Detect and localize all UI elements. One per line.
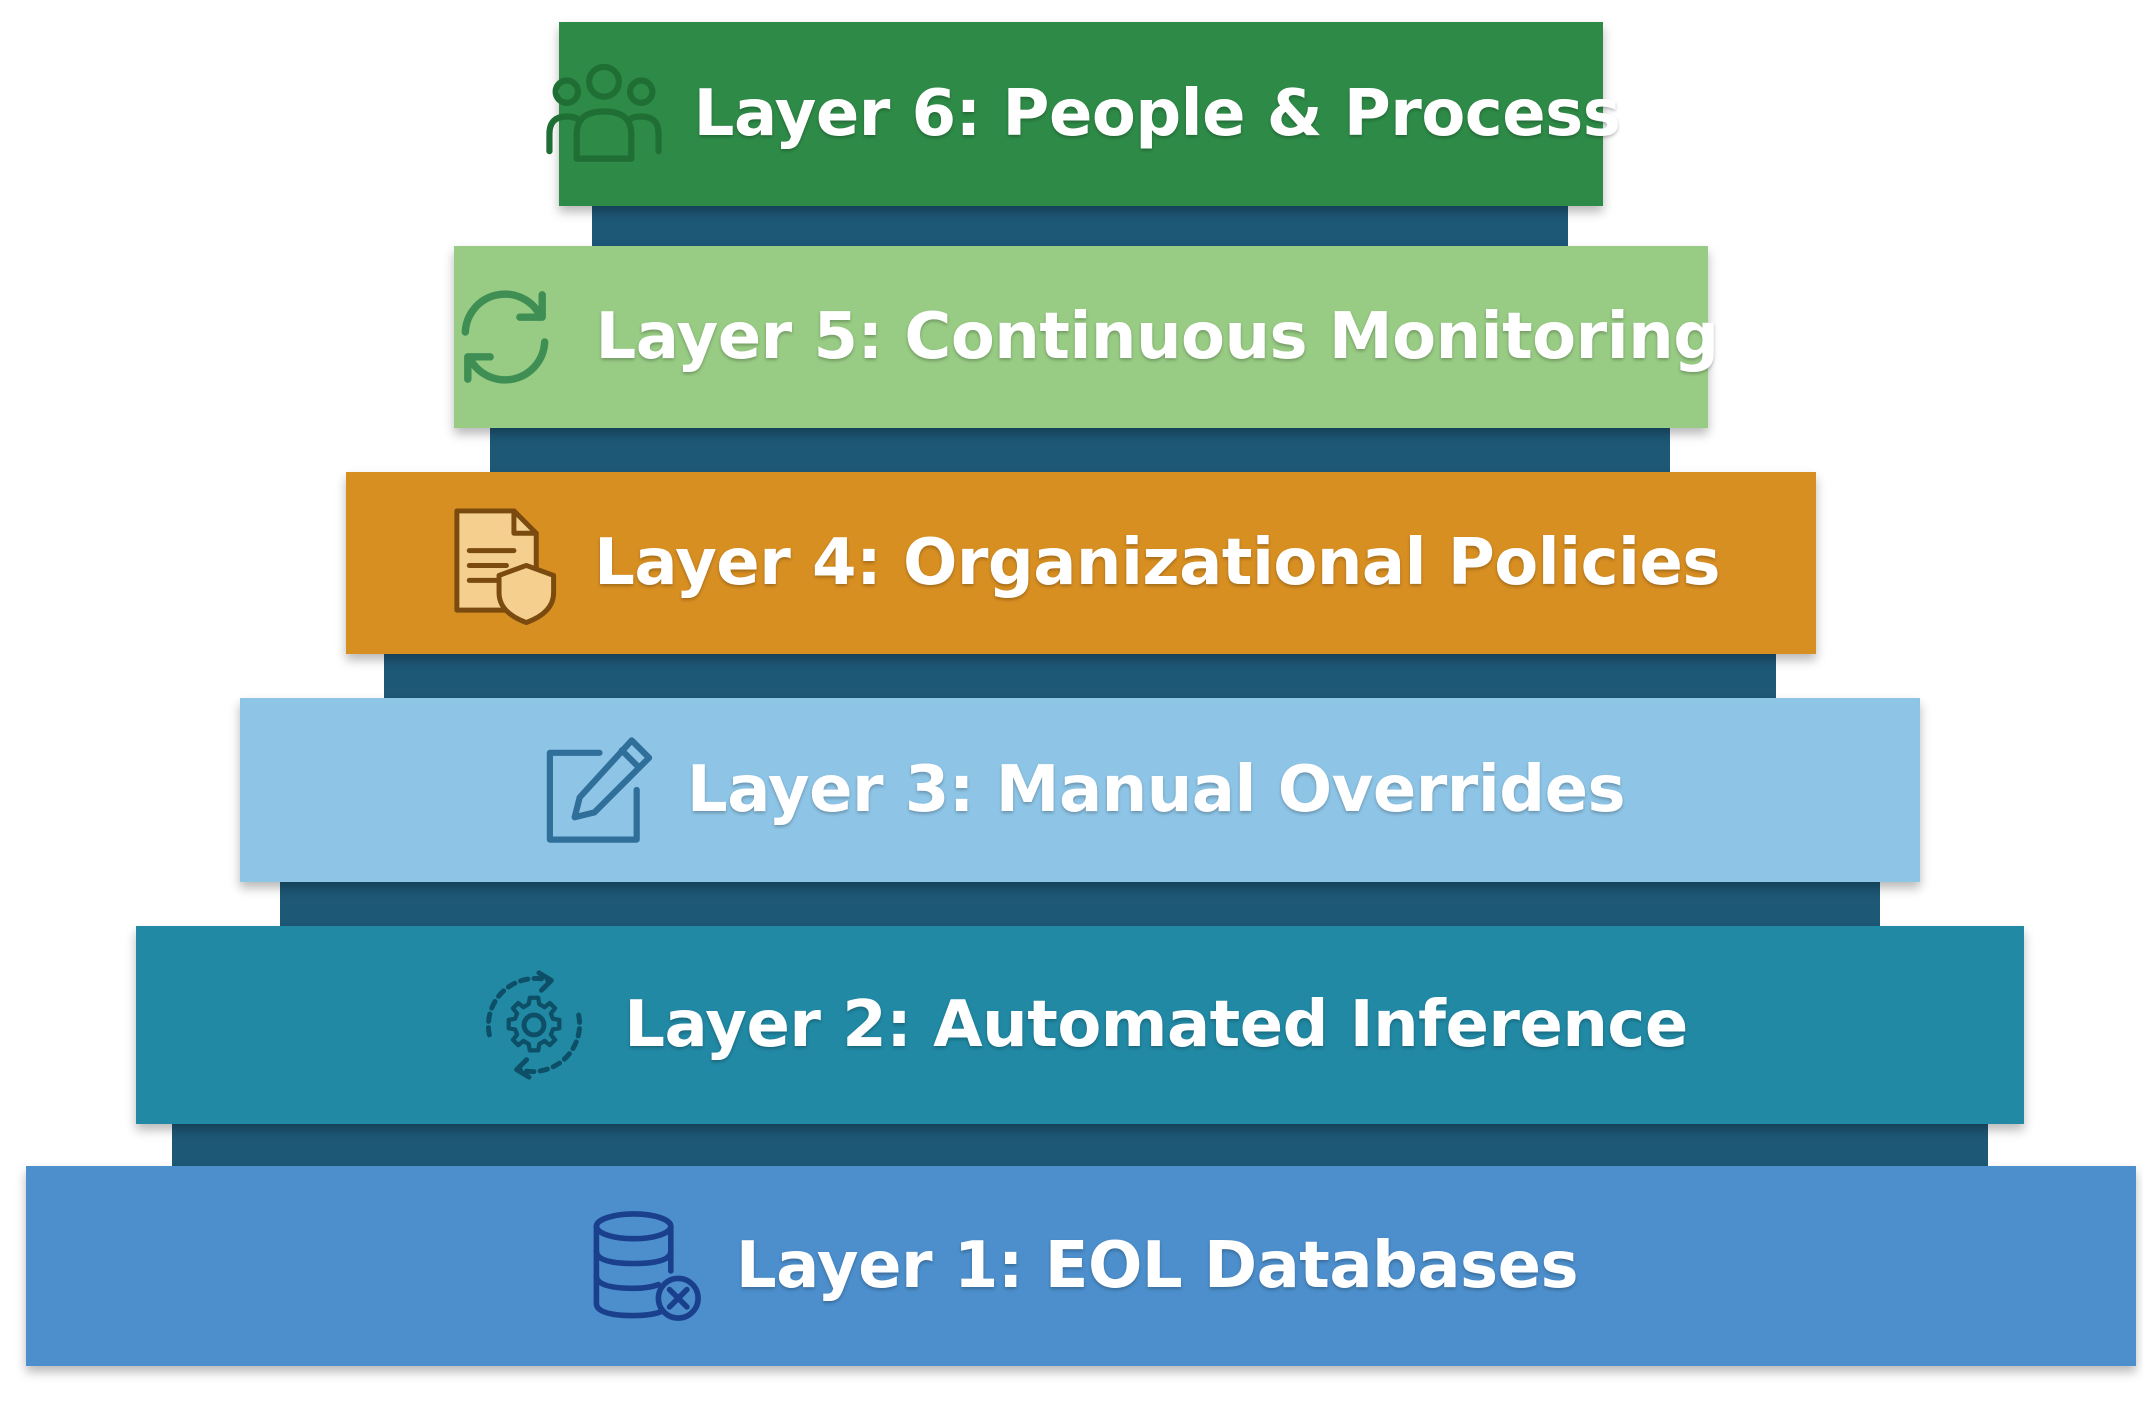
connector-6-5 (592, 200, 1568, 246)
layer-6-step: Layer 6: People & Process (546, 22, 1621, 206)
layer-5-label: Layer 5: Continuous Monitoring (595, 300, 1719, 374)
layer-2-step: Layer 2: Automated Inference (136, 926, 2024, 1124)
layer-4-label: Layer 4: Organizational Policies (594, 526, 1720, 600)
layer-3-label: Layer 3: Manual Overrides (686, 753, 1626, 827)
layer-4-step: Layer 4: Organizational Policies (346, 472, 1816, 654)
connector-3-2 (280, 880, 1880, 930)
layer-5-step: Layer 5: Continuous Monitoring (454, 246, 1719, 428)
people-icon (546, 63, 662, 162)
layer-2-label: Layer 2: Automated Inference (624, 988, 1688, 1062)
refresh-cycle-icon (462, 290, 549, 384)
connector-2-1 (172, 1120, 1988, 1170)
layer-6-label: Layer 6: People & Process (693, 77, 1621, 151)
gear-cycle-icon (486, 970, 583, 1080)
policy-document-shield-icon (454, 508, 557, 625)
connector-5-4 (490, 424, 1670, 472)
database-remove-icon (593, 1211, 701, 1321)
layer-1-label: Layer 1: EOL Databases (735, 1229, 1579, 1303)
layer-3-step: Layer 3: Manual Overrides (240, 698, 1920, 882)
edit-pencil-icon (546, 737, 653, 843)
connector-4-3 (384, 650, 1776, 700)
layer-1-step: Layer 1: EOL Databases (26, 1166, 2136, 1366)
